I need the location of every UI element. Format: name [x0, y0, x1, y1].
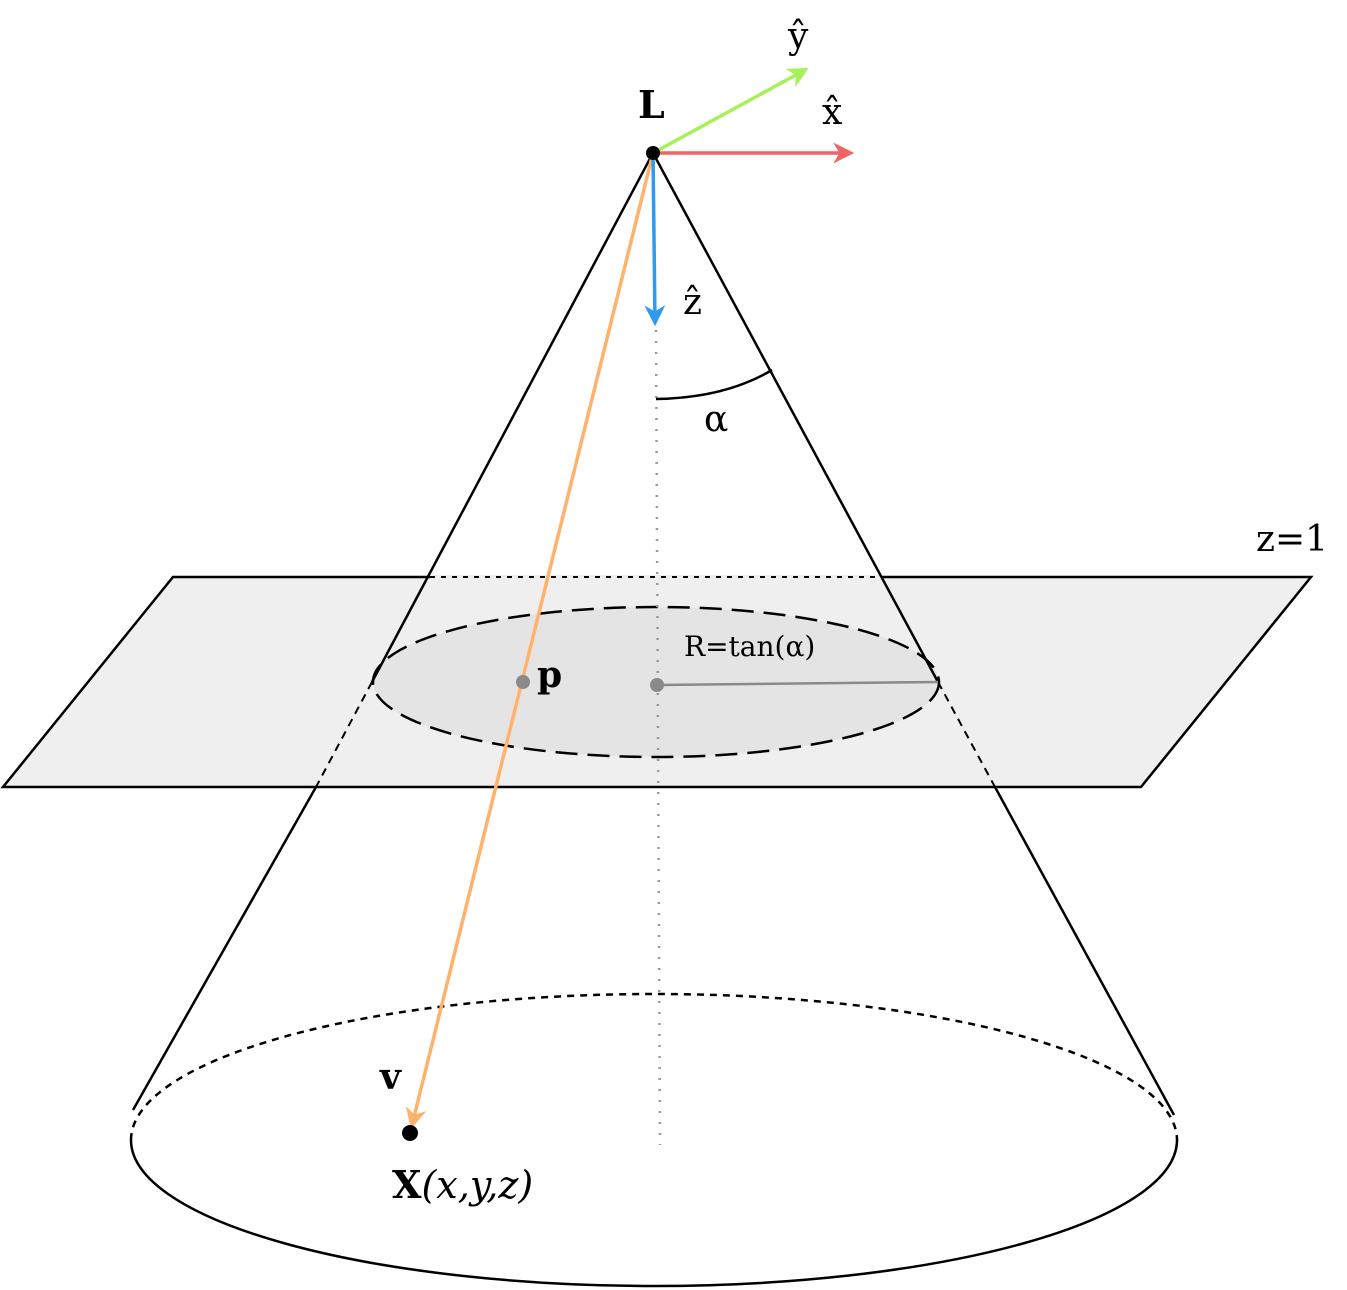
- point-p-label: p: [537, 654, 562, 696]
- cone-right-edge-bottom: [993, 786, 1176, 1116]
- y-axis-arrow: [652, 67, 809, 155]
- disk-center-point: [650, 678, 664, 692]
- cone-left-edge-bottom: [131, 786, 318, 1111]
- cone-right-edge-hidden: [937, 681, 996, 788]
- z-axis-arrow: [644, 152, 666, 327]
- cone-left-edge-top: [370, 152, 655, 683]
- apex-label: L: [638, 82, 665, 127]
- cone-base-front: [129, 1139, 1179, 1288]
- cone-left-edge-hidden: [315, 681, 373, 788]
- point-X-dot: [402, 1125, 418, 1141]
- point-p-dot: [516, 675, 530, 689]
- cone-right-edge-top: [651, 152, 940, 683]
- y-axis-label: ŷ: [787, 16, 809, 57]
- apex-point: [646, 146, 660, 160]
- vector-v-label: v: [379, 1056, 402, 1098]
- point-X-label: X(x,y,z): [392, 1162, 533, 1207]
- radius-label: R=tan(α): [684, 630, 815, 663]
- angle-label: α: [704, 399, 728, 440]
- x-axis-label: x̂: [822, 92, 842, 133]
- angle-arc: [655, 368, 773, 401]
- radius-line: [656, 680, 939, 687]
- cone-axis-dotted: [654, 329, 662, 1146]
- point-X-coords: (x,y,z): [421, 1163, 533, 1207]
- plane-label: z=1: [1256, 519, 1328, 560]
- z-axis-label: ẑ: [683, 282, 702, 323]
- point-X-prefix: X: [392, 1162, 422, 1207]
- ray-v: [405, 152, 655, 1130]
- cone-base-back: [129, 992, 1179, 1141]
